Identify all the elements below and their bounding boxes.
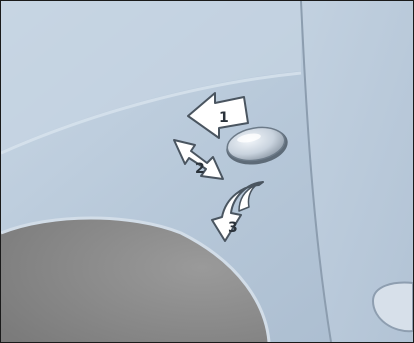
step-1-label: 1 <box>219 110 229 126</box>
step-2-label: 2 <box>195 161 205 177</box>
step-3-label: 3 <box>228 220 238 236</box>
